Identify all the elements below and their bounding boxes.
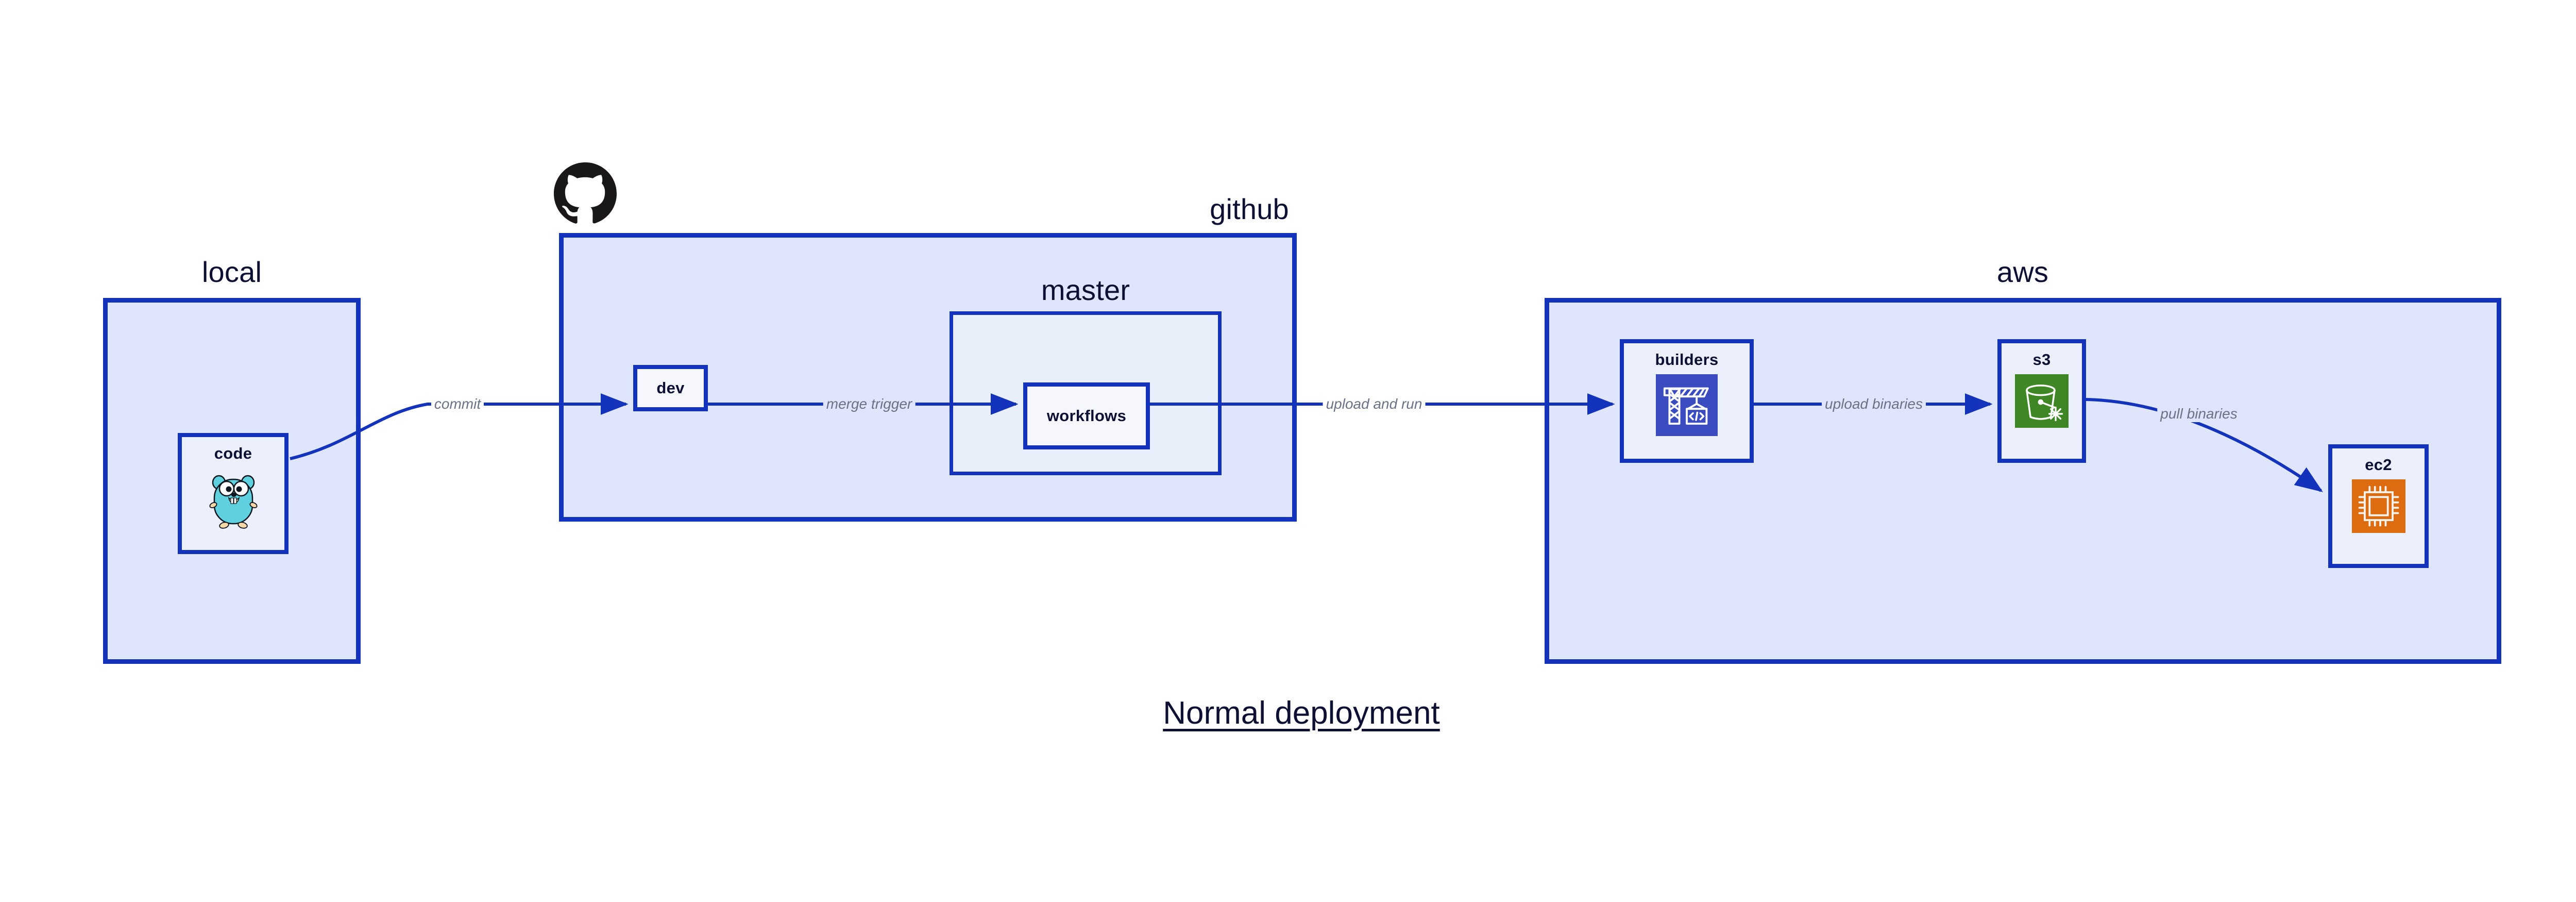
node-builders[interactable]: builders [1620,339,1754,463]
edge-upload-and-run-label: upload and run [1323,396,1426,412]
node-s3[interactable]: s3 [1997,339,2086,463]
node-code[interactable]: code [178,433,289,554]
aws-s3-bucket-icon [2015,374,2069,428]
aws-crane-builder-icon [1656,374,1718,436]
zone-master-title: master [1041,274,1130,306]
go-gopher-icon [205,468,262,530]
node-dev[interactable]: dev [633,365,708,411]
node-builders-label: builders [1655,350,1719,369]
zone-github-title: github [1210,193,1289,225]
aws-ec2-chip-icon [2351,479,2405,533]
zone-aws-title: aws [1996,256,2049,288]
node-s3-label: s3 [2032,350,2051,369]
node-ec2-label: ec2 [2365,456,2392,474]
diagram-title: Normal deployment [1163,695,1440,731]
edge-pull-binaries-label: pull binaries [2157,406,2241,422]
node-workflows-label: workflows [1046,407,1127,425]
edge-upload-binaries-label: upload binaries [1822,396,1926,412]
edge-merge-trigger-label: merge trigger [823,396,916,412]
node-code-label: code [214,444,252,462]
node-ec2[interactable]: ec2 [2328,444,2429,568]
edge-commit-label: commit [431,396,484,412]
github-octocat-icon [554,162,617,225]
node-workflows[interactable]: workflows [1023,382,1150,449]
zone-local-title: local [201,256,262,288]
node-dev-label: dev [656,379,685,397]
